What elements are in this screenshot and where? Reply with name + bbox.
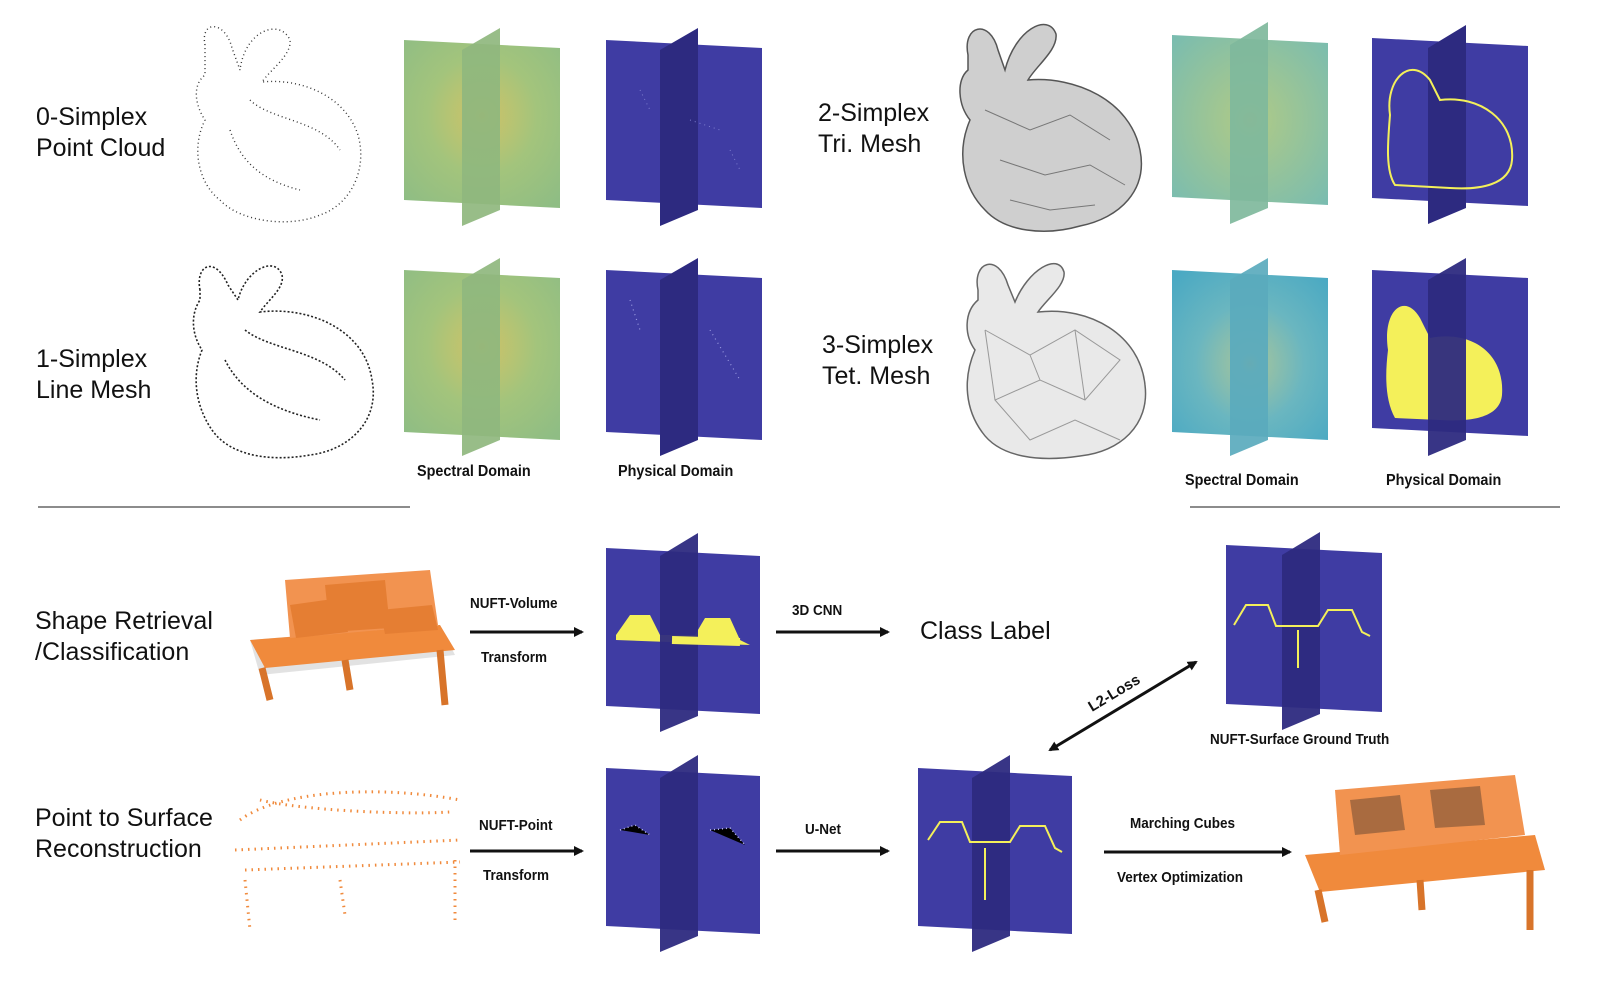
row-label-0-simplex-subtitle: Point Cloud: [36, 134, 166, 162]
row-label-1-simplex-subtitle: Line Mesh: [36, 376, 152, 404]
arrow-label-vertex-optimization: Vertex Optimization: [1117, 869, 1244, 886]
task-label-retrieval-line2: /Classification: [35, 638, 190, 666]
arrow-label-nuft-volume: NUFT-Volume: [470, 595, 558, 612]
task-label-reconstruction-line2: Reconstruction: [35, 835, 202, 863]
caption-physical-left: Physical Domain: [618, 463, 734, 480]
row-label-3-simplex-title: 3-Simplex: [822, 331, 934, 359]
bunny-tri-mesh: [959, 23, 1143, 232]
physical-panel-row2-left: [606, 258, 762, 456]
bunny-line-mesh: [192, 265, 375, 459]
sofa-mesh: [250, 570, 455, 706]
spectral-panel-row1-left: [404, 28, 560, 226]
arrow-l2-loss: [1048, 660, 1198, 752]
row-label-2-simplex-title: 2-Simplex: [818, 99, 930, 127]
spectral-panel-row2-right: [1172, 258, 1328, 456]
task-label-retrieval-line1: Shape Retrieval: [35, 607, 213, 635]
physical-panel-point: [606, 755, 760, 952]
physical-panel-row1-right: [1372, 25, 1528, 224]
l2-loss-label: L2-Loss: [1085, 671, 1143, 715]
physical-panel-unet-output: [918, 755, 1072, 952]
physical-panel-classification: [606, 533, 760, 732]
physical-panel-row2-right: [1372, 258, 1528, 456]
task-label-reconstruction-line1: Point to Surface: [35, 804, 213, 832]
row-label-1-simplex-title: 1-Simplex: [36, 345, 148, 373]
arrow-label-nuft-volume-transform: Transform: [481, 649, 548, 666]
row-label-2-simplex-subtitle: Tri. Mesh: [818, 130, 922, 158]
row-label-3-simplex-subtitle: Tet. Mesh: [822, 362, 931, 390]
class-label-text: Class Label: [920, 617, 1051, 645]
bunny-tet-mesh: [966, 262, 1147, 460]
spectral-panel-row1-right: [1172, 22, 1328, 224]
arrow-label-3d-cnn: 3D CNN: [792, 602, 843, 619]
ground-truth-caption: NUFT-Surface Ground Truth: [1210, 731, 1390, 748]
arrow-label-unet: U-Net: [805, 821, 841, 838]
spectral-panel-row2-left: [404, 258, 560, 456]
arrow-label-nuft-point-transform: Transform: [483, 867, 550, 884]
sofa-reconstruction: [1305, 775, 1545, 930]
sofa-point-cloud: [234, 790, 461, 931]
physical-panel-row1-left: [606, 28, 762, 226]
bunny-point-cloud: [195, 26, 362, 223]
physical-panel-ground-truth: [1226, 532, 1382, 730]
row-label-0-simplex-title: 0-Simplex: [36, 103, 148, 131]
caption-spectral-right: Spectral Domain: [1185, 472, 1299, 489]
caption-spectral-left: Spectral Domain: [417, 463, 531, 480]
arrow-label-nuft-point: NUFT-Point: [479, 817, 553, 834]
caption-physical-right: Physical Domain: [1386, 472, 1502, 489]
arrow-label-marching-cubes: Marching Cubes: [1130, 815, 1236, 832]
